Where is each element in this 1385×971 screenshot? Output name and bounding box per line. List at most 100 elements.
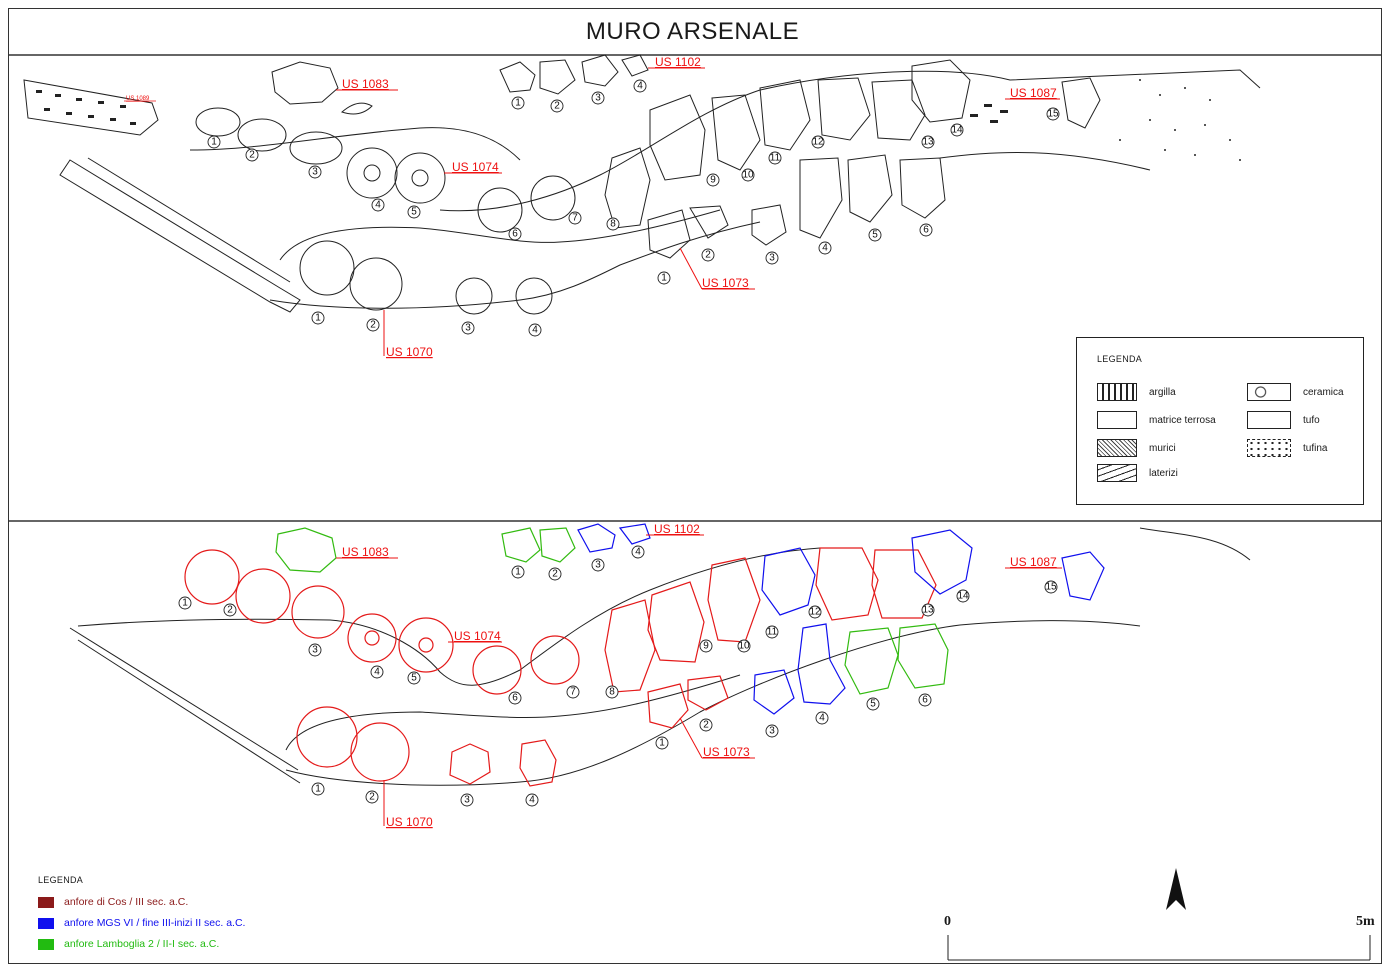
cos-1074-1 — [184, 549, 240, 605]
svg-text:4: 4 — [529, 795, 535, 806]
lamboglia-1073-5 — [844, 627, 899, 695]
amphora-1074-1 — [195, 107, 241, 137]
cos-1070-4 — [519, 739, 557, 787]
amphora-1102-4 — [621, 54, 649, 77]
mgs-1102-3 — [577, 523, 616, 553]
svg-text:2: 2 — [370, 320, 376, 331]
cos-1070-2 — [350, 722, 410, 782]
svg-text:1: 1 — [211, 137, 217, 148]
amphora-1074-10 — [711, 94, 761, 171]
svg-text:1: 1 — [515, 567, 521, 578]
legend-item-lamboglia: anfore Lamboglia 2 / II-I sec. a.C. — [38, 938, 219, 950]
legend-label-ceramica: ceramica — [1303, 386, 1344, 398]
svg-text:12: 12 — [812, 137, 824, 148]
svg-text:2: 2 — [369, 792, 375, 803]
svg-text:4: 4 — [822, 243, 828, 254]
mgs-1087-14 — [911, 529, 973, 595]
colors-legend-title: LEGENDA — [38, 875, 84, 885]
bottom-plan — [69, 523, 1251, 787]
label-us1073-top: US 1073 — [702, 276, 749, 290]
argilla-dots — [36, 90, 136, 125]
label-us1089: US 1089 — [126, 96, 150, 102]
label-us1102-top: US 1102 — [655, 55, 701, 69]
mgs-1102-4 — [618, 523, 651, 545]
label-us1087-top: US 1087 — [1010, 86, 1057, 100]
svg-text:3: 3 — [464, 795, 470, 806]
svg-text:4: 4 — [532, 325, 538, 336]
svg-text:3: 3 — [769, 726, 775, 737]
scale-end-label: 5m — [1356, 914, 1375, 929]
cos-swatch — [38, 896, 54, 908]
wall-outline-middle — [279, 209, 721, 261]
legend-label-argilla: argilla — [1149, 386, 1176, 398]
svg-text:5: 5 — [870, 699, 876, 710]
cos-1074-10 — [707, 557, 761, 643]
amphora-1087-12 — [817, 77, 871, 141]
svg-text:14: 14 — [951, 125, 963, 136]
tufina-dots — [1119, 79, 1241, 161]
svg-text:5: 5 — [872, 230, 878, 241]
materials-legend: LEGENDA argilla matrice terrosa murici l… — [1076, 337, 1364, 505]
amphora-1087-11 — [759, 79, 811, 151]
svg-text:6: 6 — [512, 693, 518, 704]
legend-label-laterizi: laterizi — [1149, 467, 1178, 479]
legend-item-tufina: tufina — [1247, 439, 1327, 457]
cos-1074-5-mouth — [418, 637, 434, 653]
svg-text:15: 15 — [1047, 109, 1059, 120]
cos-1087-12 — [815, 547, 879, 621]
svg-text:13: 13 — [922, 137, 934, 148]
svg-text:2: 2 — [227, 605, 233, 616]
svg-text:4: 4 — [819, 713, 825, 724]
label-us1087-bottom: US 1087 — [1010, 555, 1057, 569]
cos-1074-9 — [647, 581, 705, 663]
lamboglia-1102-1 — [501, 527, 541, 563]
amphora-1070-3 — [455, 277, 493, 315]
svg-text:6: 6 — [512, 229, 518, 240]
label-us1074-bottom: US 1074 — [454, 629, 501, 643]
laterizi-band — [59, 159, 301, 313]
svg-text:6: 6 — [922, 695, 928, 706]
svg-text:4: 4 — [637, 81, 643, 92]
svg-text:3: 3 — [465, 323, 471, 334]
svg-text:1: 1 — [659, 738, 665, 749]
ceramica-swatch — [1247, 383, 1291, 401]
lamboglia-1102-2 — [539, 527, 576, 563]
label-us1083-top: US 1083 — [342, 77, 389, 91]
amphora-1073-1 — [647, 209, 691, 259]
svg-text:9: 9 — [710, 175, 716, 186]
amphora-1074-5 — [394, 152, 446, 204]
top-plan — [23, 54, 1261, 315]
legend-label-lamboglia: anfore Lamboglia 2 / II-I sec. a.C. — [64, 938, 220, 950]
legend-label-murici: murici — [1149, 442, 1176, 454]
amphora-1073-2 — [689, 205, 729, 239]
cos-1070-3 — [449, 743, 491, 785]
svg-text:12: 12 — [809, 607, 821, 618]
svg-text:4: 4 — [635, 547, 641, 558]
cos-1074-4-mouth — [364, 630, 380, 646]
cos-1074-5 — [398, 617, 454, 673]
svg-text:2: 2 — [705, 250, 711, 261]
cos-1074-4 — [347, 613, 397, 663]
svg-text:1: 1 — [515, 98, 521, 109]
wall-outline-upper — [189, 127, 521, 161]
amphora-1087-14 — [911, 59, 971, 123]
murici-swatch — [1097, 439, 1137, 457]
wall-outline-lower — [269, 221, 761, 309]
legend-label-cos: anfore di Cos / III sec. a.C. — [64, 896, 189, 908]
label-us1070-bottom: US 1070 — [386, 815, 433, 829]
amphora-1070-2 — [349, 257, 403, 311]
scale-bar — [947, 935, 1371, 961]
amphora-1102-1 — [499, 61, 536, 93]
cos-1074-2 — [235, 568, 291, 624]
svg-text:13: 13 — [922, 605, 934, 616]
svg-text:3: 3 — [312, 167, 318, 178]
svg-text:14: 14 — [957, 591, 969, 602]
amphora-us1083 — [271, 61, 339, 105]
amphora-1074-7 — [530, 175, 576, 221]
label-us1102-bottom: US 1102 — [654, 522, 700, 536]
materials-legend-title: LEGENDA — [1097, 354, 1143, 364]
north-arrow-icon — [1166, 868, 1186, 910]
amphora-1074-9 — [649, 94, 706, 181]
